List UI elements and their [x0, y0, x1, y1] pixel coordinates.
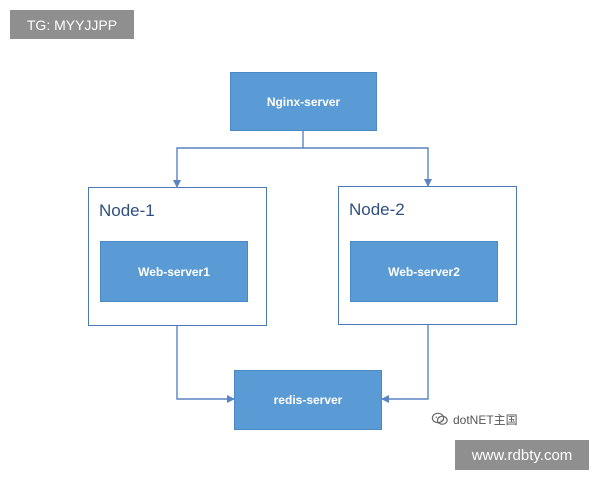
web-server-2-label: Web-server2	[388, 264, 460, 279]
arrow-nginx-to-node-2	[303, 147, 432, 187]
redis-server-box: redis-server	[234, 370, 382, 430]
node-2-title: Node-2	[349, 200, 405, 219]
arrow-node-1-to-redis	[176, 326, 235, 403]
top-left-badge: TG: MYYJJPP	[10, 10, 134, 39]
wechat-icon	[431, 410, 449, 428]
nginx-server-box: Nginx-server	[230, 72, 377, 131]
nginx-server-label: Nginx-server	[266, 94, 341, 109]
node-1-title: Node-1	[99, 201, 155, 220]
web-server-2-box: Web-server2	[350, 241, 498, 302]
web-server-1-label: Web-server1	[138, 264, 210, 279]
watermark-text: dotNET主国	[453, 412, 518, 427]
bottom-right-badge-text: www.rdbty.com	[471, 446, 573, 464]
top-left-badge-text: TG: MYYJJPP	[26, 16, 118, 33]
dotnet-watermark: dotNET主国	[431, 410, 518, 428]
arrow-node-2-to-redis	[381, 325, 429, 403]
bottom-right-badge: www.rdbty.com	[455, 440, 589, 470]
arrow-nginx-to-node-1	[173, 131, 304, 188]
web-server-1-box: Web-server1	[100, 241, 248, 302]
redis-server-label: redis-server	[273, 393, 343, 407]
